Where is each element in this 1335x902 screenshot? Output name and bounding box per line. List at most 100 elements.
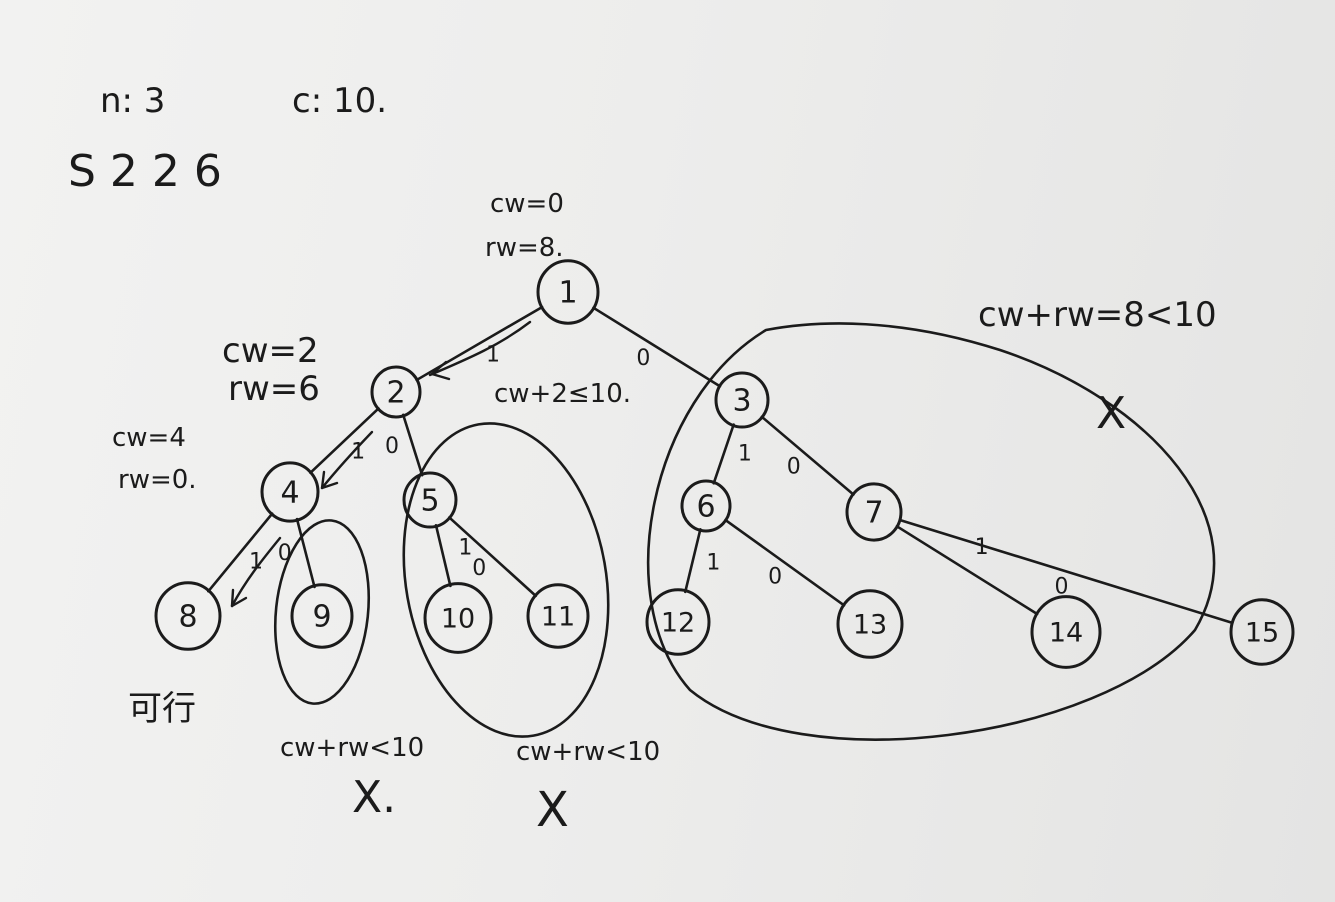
node5-prune-note: cw+rw<10	[516, 737, 660, 767]
edge-label-3-7: 0	[787, 454, 801, 479]
header-weights: S 2 2 6	[68, 146, 222, 197]
node-circle	[154, 581, 222, 651]
edge-6-13	[724, 518, 846, 607]
node-label: 10	[441, 604, 475, 635]
edge-3-7	[760, 415, 855, 496]
edge-label-2-4: 1	[351, 440, 365, 465]
node-label: 2	[386, 376, 405, 411]
pruned-region-node9	[273, 519, 371, 705]
node2-cw-label: cw=2	[222, 331, 319, 371]
node9-prune-mark: X.	[352, 772, 396, 823]
edge-label-4-8: 1	[249, 549, 263, 574]
node-label: 7	[864, 496, 883, 531]
node4-rw-label: rw=0.	[118, 465, 197, 495]
tree-node-6: 6	[680, 479, 732, 533]
node4-cw-label: cw=4	[112, 423, 186, 453]
pruned-region-node5	[402, 422, 610, 738]
edge-2-5	[401, 413, 424, 477]
edge-label-7-14: 1	[975, 535, 989, 560]
node9-prune-note: cw+rw<10	[280, 733, 424, 763]
edge-4-9	[295, 517, 316, 589]
edge-label-2-5: 0	[385, 434, 399, 459]
tree-node-14: 14	[1030, 595, 1102, 669]
node-circle	[836, 589, 904, 659]
node-circle	[1030, 595, 1102, 669]
tree-node-9: 9	[290, 583, 354, 649]
tree-node-1: 1	[536, 259, 600, 325]
node2-rw-label: rw=6	[228, 369, 320, 409]
root-cw-label: cw=0	[490, 189, 564, 219]
edge-5-10	[434, 523, 452, 588]
node-circle	[536, 259, 600, 325]
path-arrow-4-to-8	[230, 536, 282, 608]
node-circle	[845, 482, 903, 542]
edge-label-5-11: 0	[472, 556, 486, 581]
edge-5-11	[447, 516, 538, 598]
node-circle	[423, 582, 493, 654]
node-circle	[714, 371, 770, 429]
header-n-value: n: 3	[100, 81, 165, 121]
node-label: 13	[853, 610, 887, 641]
tree-node-5: 5	[402, 471, 458, 529]
node-circle	[370, 365, 422, 419]
path-arrowhead-2-to-4	[320, 470, 339, 490]
edge-3-6	[712, 423, 735, 485]
node-label: 1	[558, 276, 577, 311]
tree-node-13: 13	[836, 589, 904, 659]
node-label: 6	[696, 490, 715, 525]
edge-label-6-13: 0	[768, 564, 782, 589]
node-circle	[680, 479, 732, 533]
edge-label-4-9: 0	[278, 541, 292, 566]
pruned-region-node3	[646, 322, 1216, 741]
right-subtree-prune-note: cw+rw=8<10	[978, 295, 1217, 335]
node5-prune-mark: X	[536, 782, 569, 838]
node-circle	[402, 471, 458, 529]
path-arrow-2-to-4	[320, 430, 374, 490]
node-circle	[645, 588, 711, 656]
tree-node-8: 8	[154, 581, 222, 651]
path-arrowhead-4-to-8	[230, 588, 248, 608]
tree-node-11: 11	[526, 583, 590, 649]
edge-1-3	[592, 306, 722, 388]
edge-label-6-12: 1	[706, 551, 720, 576]
edge-2-4	[309, 407, 380, 475]
tree-node-10: 10	[423, 582, 493, 654]
root-rw-label: rw=8.	[485, 233, 564, 263]
node-label: 9	[312, 600, 331, 635]
node-label: 4	[280, 476, 299, 511]
header-c-value: c: 10.	[292, 81, 387, 121]
edge-6-12	[683, 528, 702, 594]
edge-7-15	[898, 518, 1234, 625]
node-label: 5	[420, 484, 439, 519]
search-path-arrows	[230, 320, 532, 608]
node-circle	[290, 583, 354, 649]
edge-7-14	[895, 525, 1039, 616]
node-circle	[260, 461, 320, 523]
edge-label-1-2: 1	[486, 343, 500, 368]
tree-node-3: 3	[714, 371, 770, 429]
node-circle	[1229, 598, 1295, 666]
edge-label-7-15: 0	[1054, 575, 1068, 600]
edge-label-5-10: 1	[458, 535, 472, 560]
node-label: 14	[1049, 618, 1083, 649]
tree-node-7: 7	[845, 482, 903, 542]
edge-label-1-3: 0	[636, 346, 650, 371]
edge-4-8	[207, 512, 274, 593]
tree-node-15: 15	[1229, 598, 1295, 666]
node-circle	[526, 583, 590, 649]
tree-node-4: 4	[260, 461, 320, 523]
left-branch-check-note: cw+2≤10.	[494, 379, 631, 409]
node-label: 15	[1245, 618, 1279, 649]
edge-label-3-6: 1	[738, 442, 752, 467]
node-label: 11	[541, 602, 575, 633]
edge-1-2	[415, 305, 544, 382]
tree-node-2: 2	[370, 365, 422, 419]
tree-node-12: 12	[645, 588, 711, 656]
node-label: 8	[178, 600, 197, 635]
node-label: 3	[732, 384, 751, 419]
feasible-label: 可行	[128, 689, 196, 729]
